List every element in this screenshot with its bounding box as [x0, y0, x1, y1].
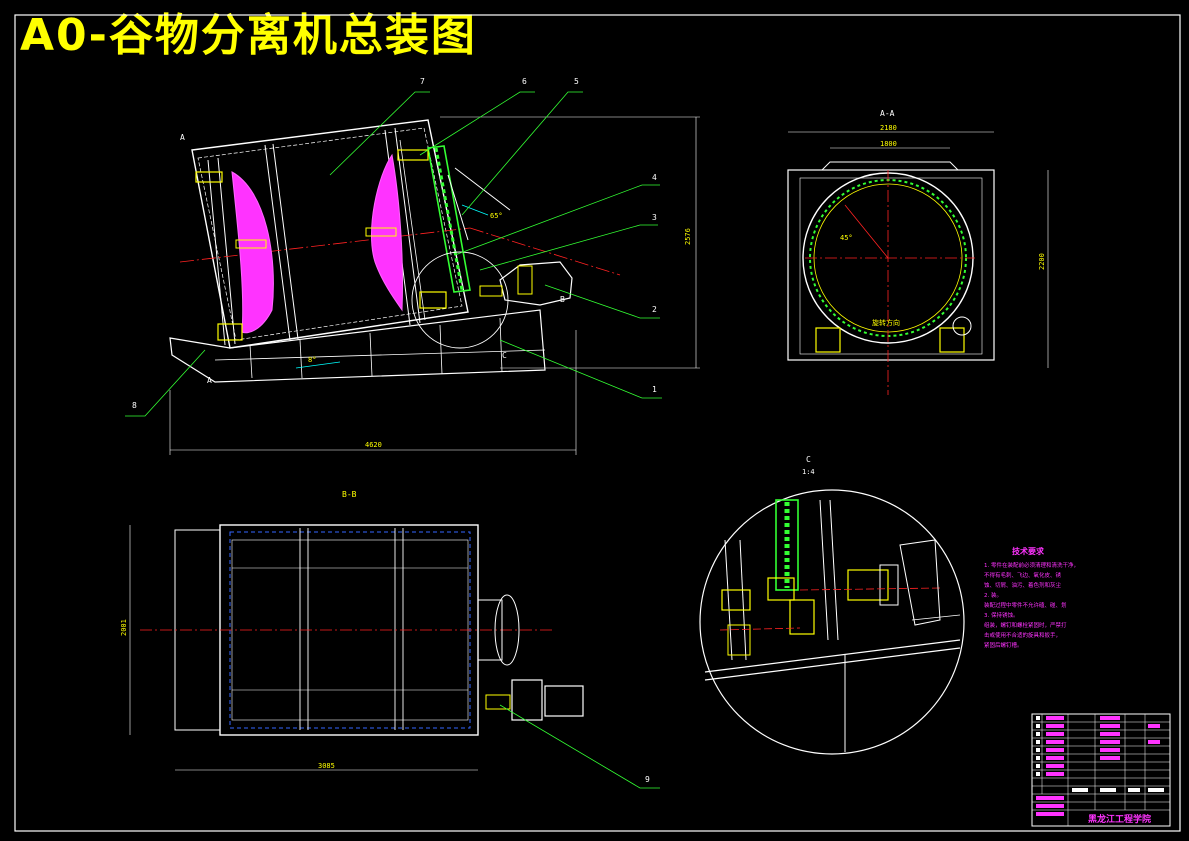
detail-c-scale: 1:4	[802, 468, 815, 476]
title-block-school: 黑龙江工程学院	[1088, 813, 1151, 825]
tech-req-line: 紧固后螺钉槽。	[984, 641, 1023, 649]
callout-5: 5	[574, 77, 579, 86]
sheet-border	[14, 14, 1181, 832]
tech-req-line: 2. 装。	[984, 591, 1002, 599]
dim-bb-height: 2001	[120, 619, 128, 636]
aa-rotation-label: 旋转方向	[872, 318, 900, 327]
section-aa-view: A-A 45° 旋转方向 2180 1800 2200	[787, 109, 1049, 395]
detail-c-circle	[411, 251, 509, 349]
green-chain-conveyor	[427, 145, 471, 293]
drawing-title: A0-谷物分离机总装图	[20, 10, 477, 61]
spiral-blade-left	[231, 171, 274, 334]
main-elevation-view: C 65° 4620 2576 8° A A B	[169, 116, 700, 455]
callout-2: 2	[652, 305, 657, 314]
callout-leaders-main	[125, 91, 662, 417]
section-marker-c: C	[502, 351, 507, 360]
tech-req-line: 击或使用不合适的旋具和扳手，	[984, 631, 1061, 639]
tech-req-line: 组装，螺钉和螺栓紧固时，严禁打	[984, 621, 1067, 629]
tech-req-heading: 技术要求	[1012, 546, 1045, 556]
callout-1: 1	[652, 385, 657, 394]
dim-aa-height: 2200	[1038, 253, 1046, 270]
spiral-blade-right	[371, 153, 404, 312]
dim-aa-width: 2180	[880, 124, 897, 132]
dim-main-width: 4620	[365, 441, 382, 449]
callout-7: 7	[420, 77, 425, 86]
callout-9: 9	[645, 775, 650, 784]
section-bb-view: B-B 2001 3085 9	[120, 490, 660, 789]
tech-req-line: 装配过程中零件不允许磕、碰、划	[984, 601, 1067, 609]
tilt-angle-label: 8°	[308, 356, 316, 364]
detail-c-label: C	[806, 455, 811, 464]
tech-req-line: 不得有毛刺、飞边、氧化皮、锈	[984, 571, 1062, 579]
technical-requirements: 技术要求 1. 零件在装配前必须清理和清洗干净， 不得有毛刺、飞边、氧化皮、锈 …	[984, 546, 1079, 649]
dim-bb-width: 3085	[318, 762, 335, 770]
section-aa-label: A-A	[880, 109, 895, 118]
callout-6: 6	[522, 77, 527, 86]
aa-angle-label: 45°	[840, 234, 853, 242]
dim-main-height: 2576	[684, 228, 692, 245]
section-bb-label: B-B	[342, 490, 357, 499]
title-block: 黑龙江工程学院	[1031, 713, 1171, 827]
detail-c-view: C 1:4	[699, 455, 965, 755]
tech-req-line: 蚀、切屑、油污、着色剂和灰尘	[984, 581, 1062, 589]
inner-angle-label: 65°	[490, 212, 503, 220]
callout-3: 3	[652, 213, 657, 222]
callout-8: 8	[132, 401, 137, 410]
dim-aa-top: 1800	[880, 140, 897, 148]
section-marker-a-top: A	[180, 133, 185, 142]
section-marker-a-bottom: A	[207, 376, 212, 385]
tech-req-line: 1. 零件在装配前必须清理和清洗干净，	[984, 561, 1079, 569]
tech-req-line: 3. 保持锈蚀。	[984, 611, 1019, 619]
callout-4: 4	[652, 173, 657, 182]
section-marker-b: B	[560, 295, 565, 304]
